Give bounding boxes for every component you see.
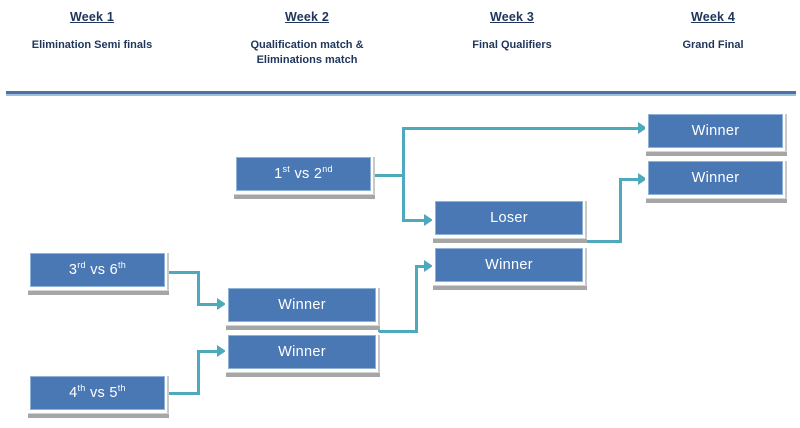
node-4th-vs-5th-label: 4th vs 5th bbox=[69, 383, 126, 401]
node-week2-winner-bottom-label: Winner bbox=[278, 344, 326, 360]
node-1st-vs-2nd[interactable]: 1st vs 2nd bbox=[233, 154, 375, 199]
connector-w1a-h2 bbox=[197, 303, 219, 306]
week-3-subtitle: Final Qualifiers bbox=[472, 39, 552, 51]
node-3rd-vs-6th-label: 3rd vs 6th bbox=[68, 260, 127, 278]
connector-w3a-h2 bbox=[619, 178, 643, 181]
connector-w3a-v bbox=[619, 178, 622, 243]
connector-w2a-arrowhead-final1 bbox=[638, 122, 647, 134]
connector-w1b-v bbox=[197, 350, 200, 395]
node-week4-winner-bottom[interactable]: Winner bbox=[645, 158, 787, 203]
node-week3-winner[interactable]: Winner bbox=[432, 245, 587, 290]
node-week4-winner-top[interactable]: Winner bbox=[645, 111, 787, 156]
node-week2-winner-top-label: Winner bbox=[278, 297, 326, 313]
connector-w3a-h1 bbox=[586, 240, 622, 243]
node-3rd-vs-6th[interactable]: 3rd vs 6th bbox=[27, 250, 169, 295]
connector-w2c-v bbox=[415, 265, 418, 333]
week-2-subtitle: Qualification match & Eliminations match bbox=[250, 39, 364, 66]
node-week4-winner-bottom-label: Winner bbox=[691, 170, 740, 186]
week-1-subtitle: Elimination Semi finals bbox=[31, 39, 153, 51]
node-week4-winner-top-label: Winner bbox=[691, 123, 740, 139]
connector-w1b-arrowhead bbox=[217, 345, 226, 357]
node-week3-loser[interactable]: Loser bbox=[432, 198, 587, 243]
connector-w1a-arrowhead bbox=[217, 298, 226, 310]
connector-w2a-v bbox=[402, 127, 405, 222]
week-2-title: Week 2 bbox=[284, 10, 330, 24]
week-4-title: Week 4 bbox=[690, 10, 736, 24]
connector-w2a-to-loser bbox=[402, 219, 427, 222]
connector-w1b-h2 bbox=[197, 350, 219, 353]
week-1-title: Week 1 bbox=[69, 10, 115, 24]
node-4th-vs-5th[interactable]: 4th vs 5th bbox=[27, 373, 169, 418]
connector-w2a-to-final1 bbox=[402, 127, 644, 130]
connector-w2c-h1 bbox=[378, 330, 418, 333]
node-week2-winner-top[interactable]: Winner bbox=[225, 285, 380, 330]
connector-w2c-h2 bbox=[415, 265, 427, 268]
node-1st-vs-2nd-label: 1st vs 2nd bbox=[274, 164, 333, 182]
node-week2-winner-bottom[interactable]: Winner bbox=[225, 332, 380, 377]
node-week3-loser-label: Loser bbox=[490, 210, 528, 226]
connector-w3a-arrowhead bbox=[638, 173, 647, 185]
week-4-subtitle: Grand Final bbox=[682, 39, 744, 51]
week-3-title: Week 3 bbox=[489, 10, 535, 24]
node-week3-winner-label: Winner bbox=[485, 257, 533, 273]
connector-w2c-arrowhead bbox=[424, 260, 433, 272]
header-divider bbox=[6, 91, 796, 96]
connector-w1a-v bbox=[197, 271, 200, 305]
connector-w1a-h1 bbox=[165, 271, 200, 274]
connector-w2a-arrowhead-loser bbox=[424, 214, 433, 226]
connector-w2a-stub bbox=[371, 174, 405, 177]
connector-w1b-h1 bbox=[165, 392, 200, 395]
